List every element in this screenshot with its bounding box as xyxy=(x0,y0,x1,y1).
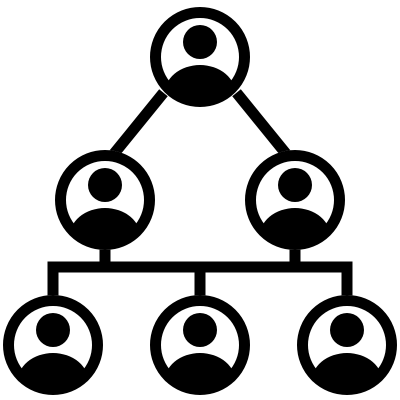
person-body xyxy=(17,353,89,390)
person-body xyxy=(311,353,383,390)
connector-top-right xyxy=(232,89,291,158)
person-body xyxy=(164,65,236,102)
person-icon xyxy=(69,168,141,245)
connector-top-left xyxy=(109,89,168,158)
person-nodes xyxy=(3,7,397,395)
person-node-middle-2 xyxy=(245,150,345,250)
person-head xyxy=(183,25,217,59)
node-ring xyxy=(245,150,345,250)
person-node-bottom-2 xyxy=(150,295,250,395)
connector-lines xyxy=(47,89,353,296)
node-ring xyxy=(150,295,250,395)
person-head xyxy=(183,313,217,347)
person-head xyxy=(278,168,312,202)
person-node-middle-1 xyxy=(55,150,155,250)
person-node-top-1 xyxy=(150,7,250,107)
person-icon xyxy=(311,313,383,390)
node-ring xyxy=(3,295,103,395)
person-node-bottom-1 xyxy=(3,295,103,395)
person-icon xyxy=(259,168,331,245)
person-body xyxy=(69,208,141,245)
person-node-bottom-3 xyxy=(297,295,397,395)
person-icon xyxy=(164,313,236,390)
person-head xyxy=(36,313,70,347)
node-ring xyxy=(297,295,397,395)
person-icon xyxy=(17,313,89,390)
person-head xyxy=(330,313,364,347)
person-body xyxy=(164,353,236,390)
person-icon xyxy=(164,25,236,102)
person-head xyxy=(88,168,122,202)
node-ring xyxy=(150,7,250,107)
person-body xyxy=(259,208,331,245)
node-ring xyxy=(55,150,155,250)
